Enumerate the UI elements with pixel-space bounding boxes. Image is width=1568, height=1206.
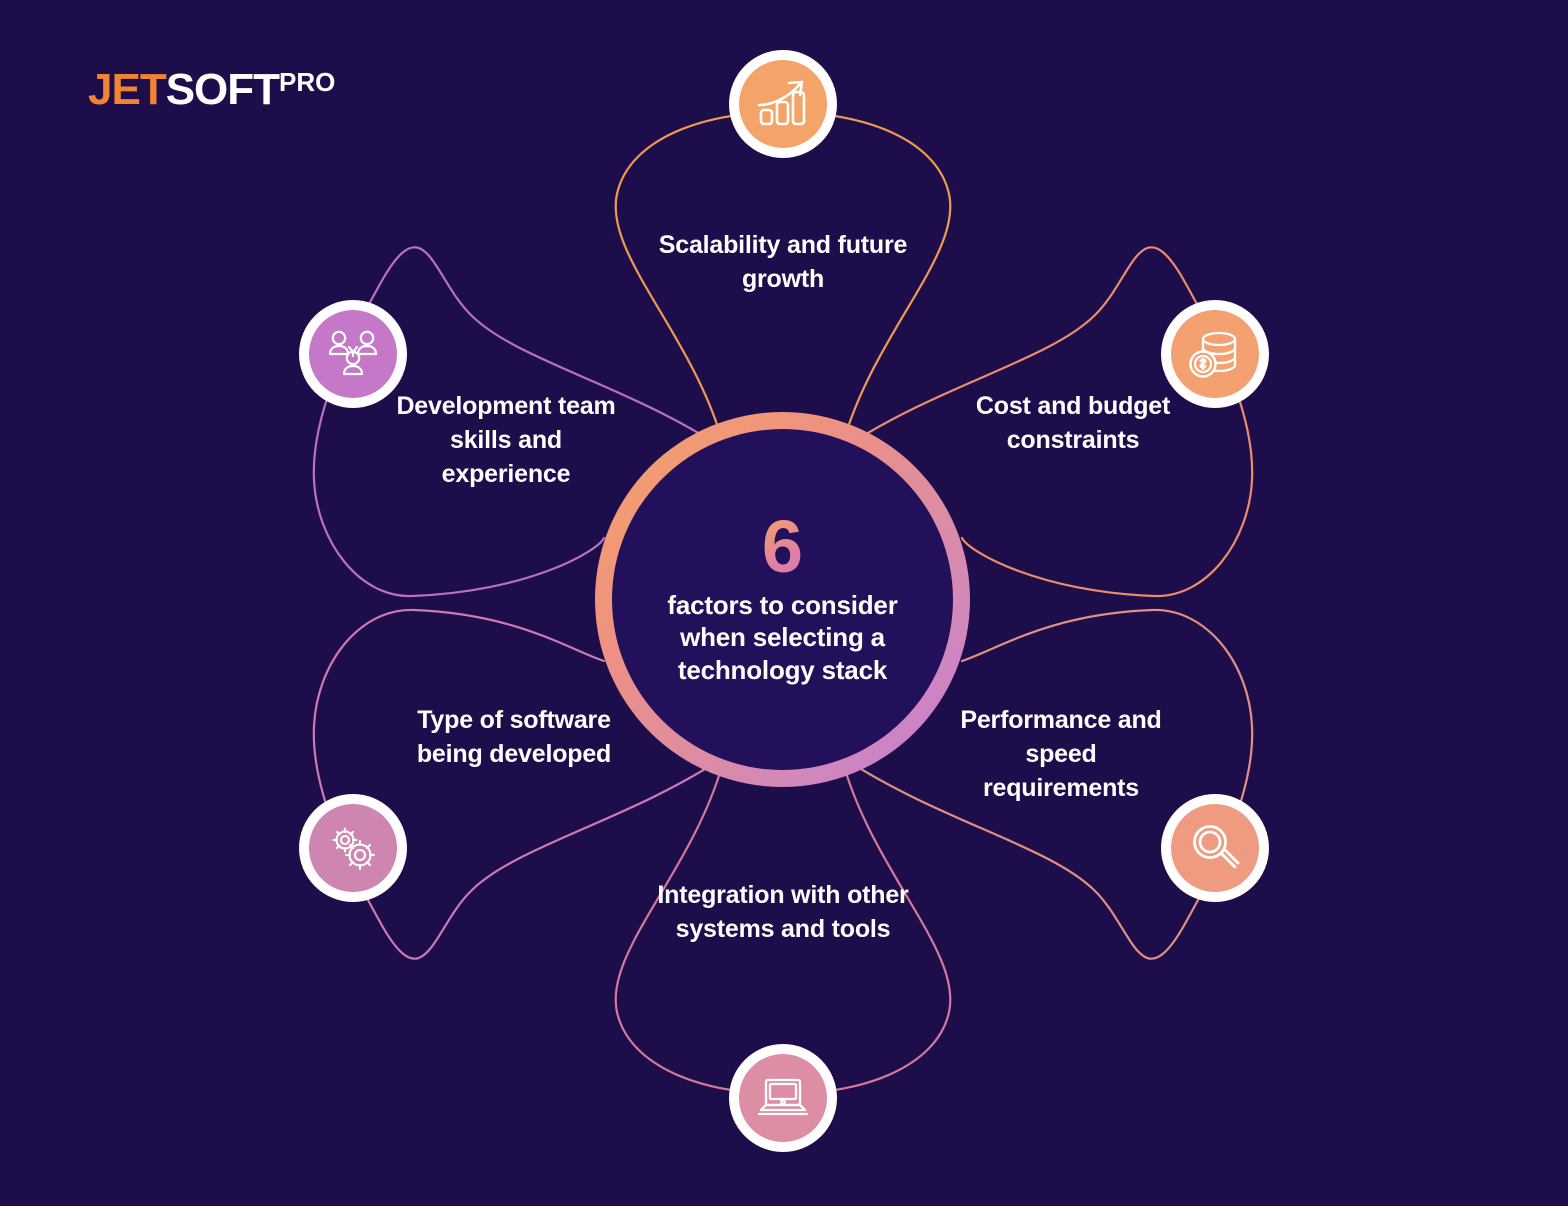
center-gradient-ring: 6 factors to consider when selecting a t… (595, 412, 970, 787)
label-integration: Integration with other systems and tools (657, 881, 909, 943)
label-scalability: Scalability and future growth (658, 231, 908, 293)
label-team-skills: Development team skills and experience (396, 392, 616, 488)
node-software-type[interactable] (299, 794, 407, 902)
center-caption: factors to consider when selecting a tec… (667, 589, 898, 686)
node-cost[interactable] (1161, 300, 1269, 408)
node-scalability[interactable] (729, 50, 837, 158)
laptop-icon (739, 1054, 827, 1142)
logo-text-soft: SOFT (165, 65, 280, 114)
gears-icon (309, 804, 397, 892)
label-performance: Performance and speed requirements (960, 706, 1162, 802)
node-integration[interactable] (729, 1044, 837, 1152)
node-team-skills[interactable] (299, 300, 407, 408)
logo-text-pro: PRO (279, 67, 336, 97)
label-cost: Cost and budget constraints (975, 392, 1171, 454)
center-hub: 6 factors to consider when selecting a t… (595, 412, 970, 787)
growth-chart-icon (739, 60, 827, 148)
magnifier-icon (1171, 804, 1259, 892)
team-icon (309, 310, 397, 398)
center-number: 6 (761, 505, 804, 589)
node-performance[interactable] (1161, 794, 1269, 902)
coins-icon (1171, 310, 1259, 398)
logo-text-jet: JET (88, 65, 167, 114)
label-software-type: Type of software being developed (416, 706, 612, 768)
center-inner-disc: 6 factors to consider when selecting a t… (612, 429, 953, 770)
